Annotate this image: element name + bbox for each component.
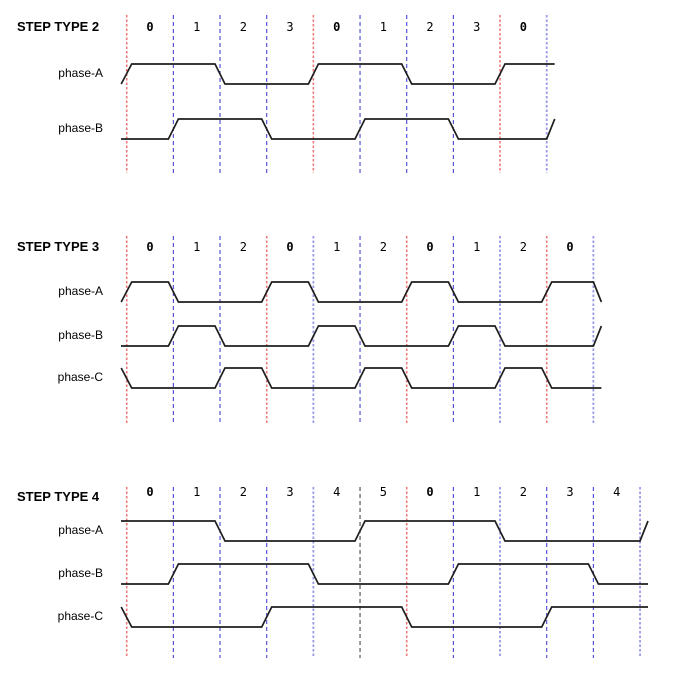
step-label: 0 xyxy=(333,20,340,34)
step-label: 2 xyxy=(426,20,433,34)
phase-label-t2-a: phase-A xyxy=(58,66,103,80)
step-label: 1 xyxy=(473,485,480,499)
phase-label-t2-b: phase-B xyxy=(58,121,103,135)
step-label: 0 xyxy=(520,20,527,34)
step-label: 2 xyxy=(520,485,527,499)
step-label: 1 xyxy=(380,20,387,34)
step-label: 0 xyxy=(146,485,153,499)
waveform-phase-C xyxy=(120,367,602,389)
waveform-phase-B xyxy=(121,563,648,585)
step-label: 2 xyxy=(240,20,247,34)
step-label: 0 xyxy=(426,485,433,499)
step-label: 0 xyxy=(286,240,293,254)
step-label: 5 xyxy=(380,485,387,499)
phase-label-t4-c: phase-C xyxy=(57,609,103,623)
step-label: 0 xyxy=(146,20,153,34)
step-label: 4 xyxy=(333,485,340,499)
waveform-phase-A xyxy=(121,520,649,542)
waveform-phase-B xyxy=(121,325,603,347)
step-label: 2 xyxy=(240,485,247,499)
step-label: 2 xyxy=(380,240,387,254)
step-label: 3 xyxy=(286,485,293,499)
section-title-step-type-4: STEP TYPE 4 xyxy=(17,489,100,504)
section-title-step-type-2: STEP TYPE 2 xyxy=(17,19,100,34)
phase-label-t4-a: phase-A xyxy=(58,523,103,537)
waveform-phase-A xyxy=(120,63,555,85)
step-label: 0 xyxy=(566,240,573,254)
step-label: 3 xyxy=(473,20,480,34)
step-label: 1 xyxy=(333,240,340,254)
step-label: 1 xyxy=(193,20,200,34)
step-label: 2 xyxy=(520,240,527,254)
step-label: 1 xyxy=(193,240,200,254)
step-label: 3 xyxy=(286,20,293,34)
phase-label-t4-b: phase-B xyxy=(58,566,103,580)
step-label: 1 xyxy=(473,240,480,254)
phase-label-t3-c: phase-C xyxy=(57,370,103,384)
section-title-step-type-3: STEP TYPE 3 xyxy=(17,239,100,254)
waveform-phase-B xyxy=(121,118,556,140)
step-label: 2 xyxy=(240,240,247,254)
phase-label-t3-b: phase-B xyxy=(58,328,103,342)
phase-label-t3-a: phase-A xyxy=(58,284,103,298)
step-label: 4 xyxy=(613,485,620,499)
step-label: 0 xyxy=(146,240,153,254)
waveform-phase-A xyxy=(120,281,603,303)
waveform-phase-C xyxy=(120,606,648,628)
step-label: 0 xyxy=(426,240,433,254)
step-label: 1 xyxy=(193,485,200,499)
step-label: 3 xyxy=(566,485,573,499)
